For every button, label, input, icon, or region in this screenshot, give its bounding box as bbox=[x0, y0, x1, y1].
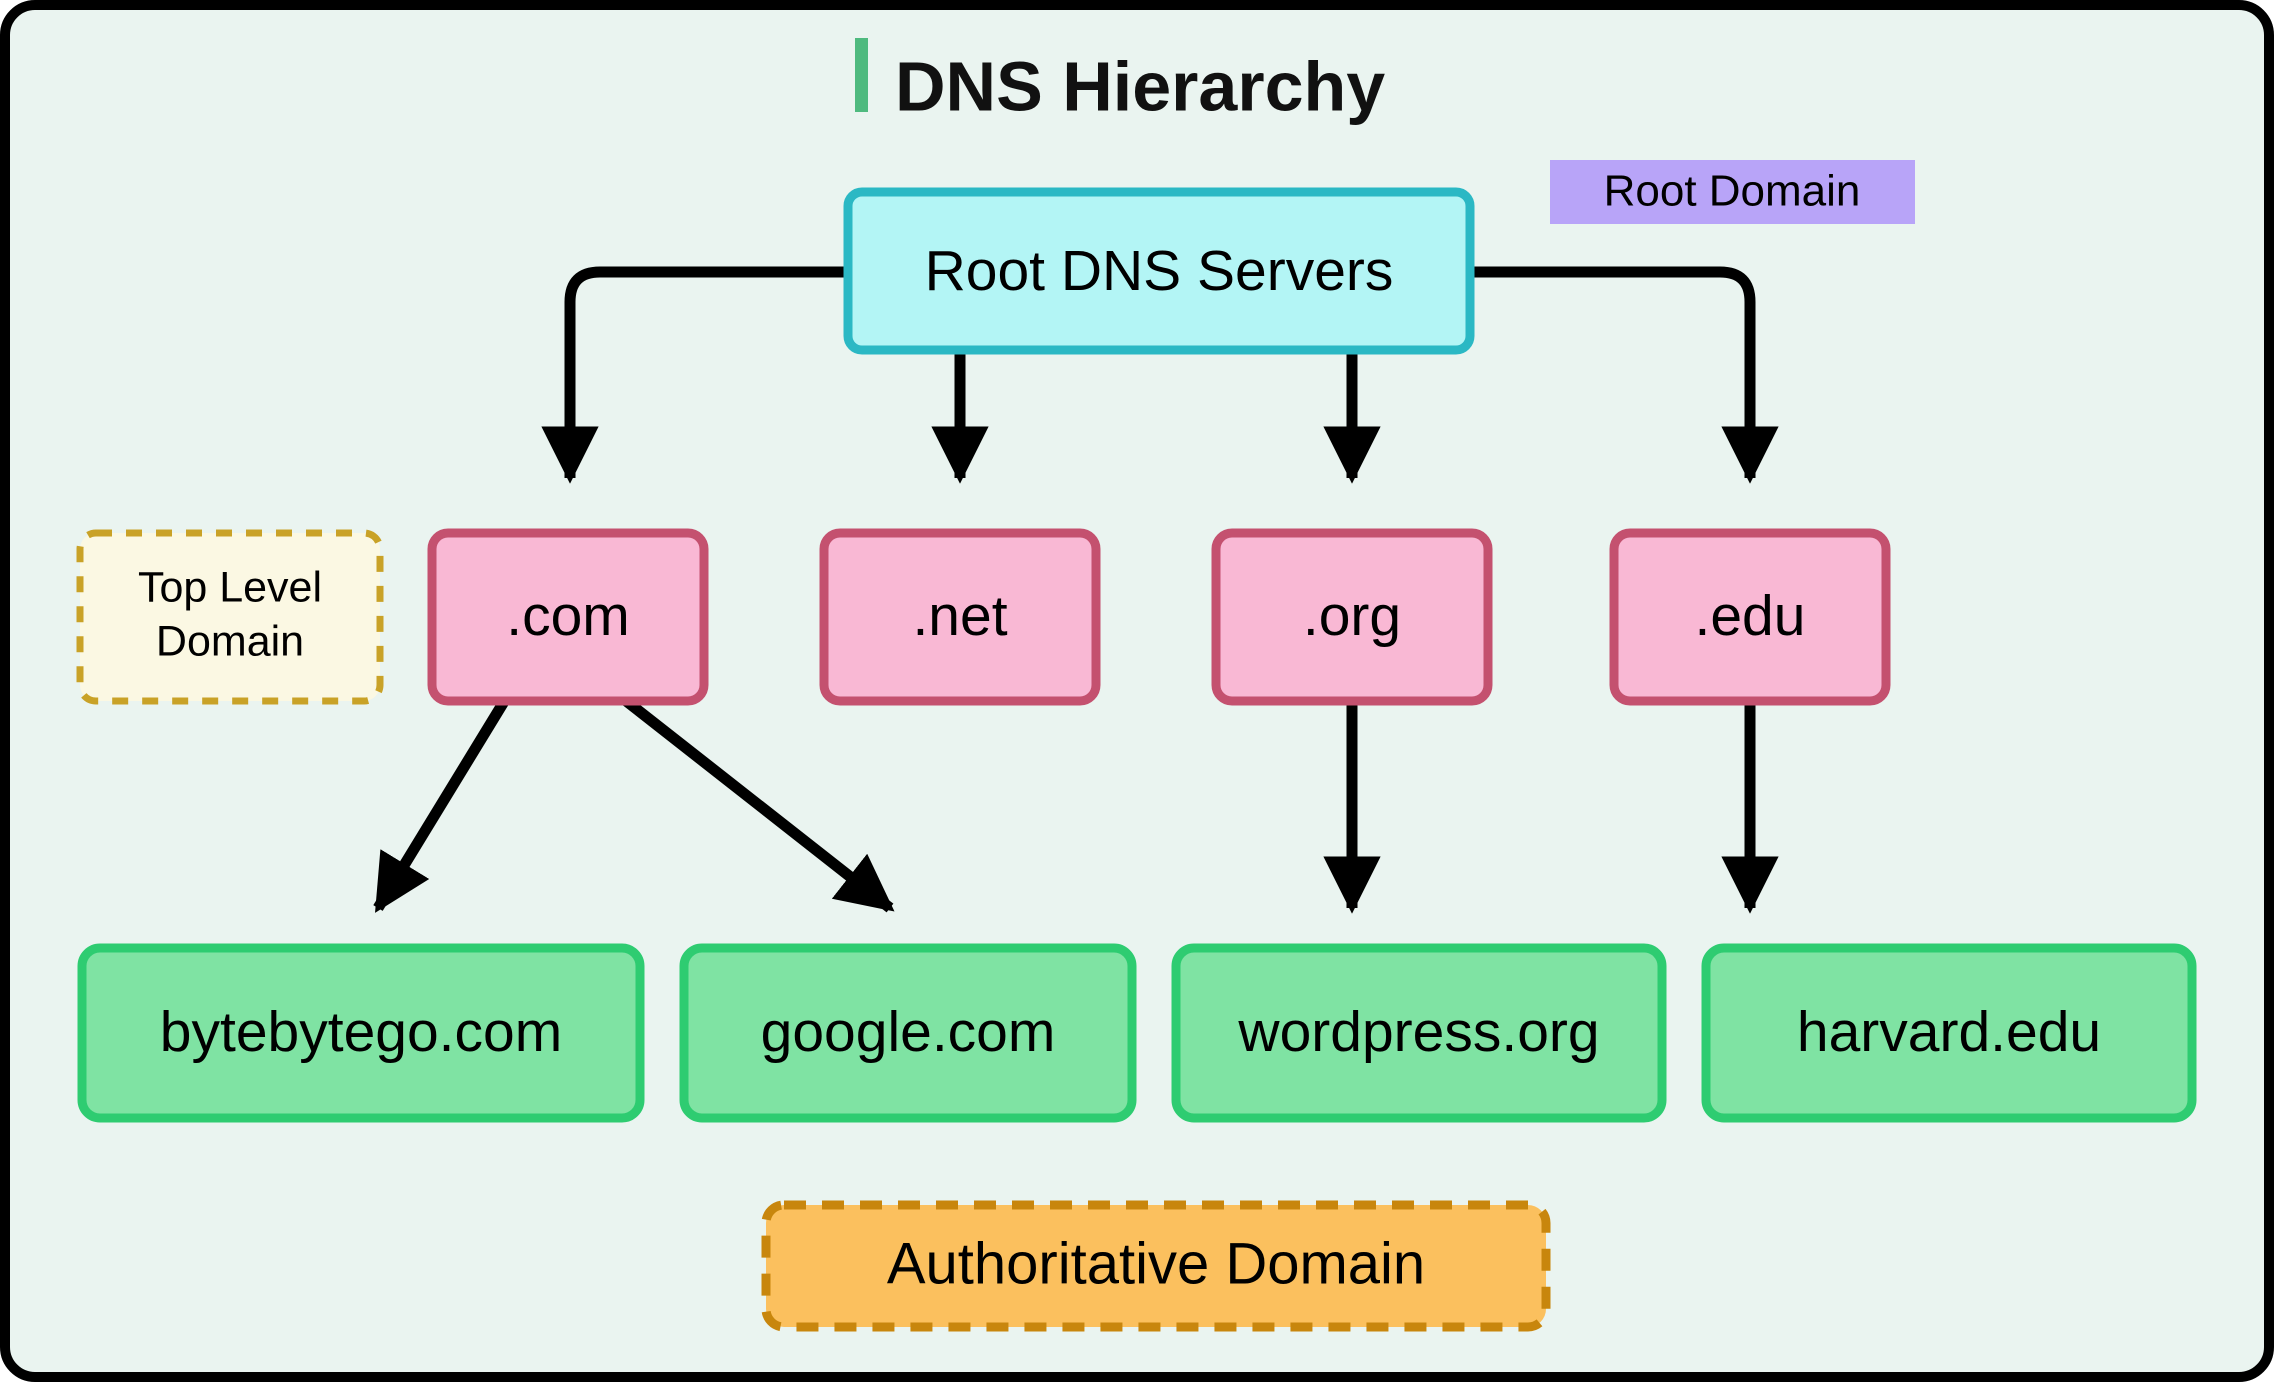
legend-authoritative-domain-chip bbox=[761, 1200, 1551, 1332]
node-authoritative-bytebytego-box[interactable] bbox=[77, 943, 645, 1123]
node-tld-com[interactable]: .com bbox=[427, 528, 709, 706]
legend-top-level-domain-chip bbox=[76, 529, 384, 705]
node-authoritative-harvard[interactable]: harvard.edu bbox=[1701, 943, 2197, 1123]
legend-root-domain-label: Root Domain bbox=[1604, 167, 1861, 216]
node-root-dns-servers[interactable]: Root DNS Servers bbox=[843, 187, 1475, 355]
title-accent-bar bbox=[855, 38, 868, 112]
node-tld-org-label: .org bbox=[1303, 584, 1401, 648]
node-authoritative-google-label: google.com bbox=[761, 1000, 1056, 1064]
node-tld-org-box[interactable] bbox=[1211, 528, 1493, 706]
node-tld-com-box[interactable] bbox=[427, 528, 709, 706]
node-authoritative-bytebytego-label: bytebytego.com bbox=[160, 1000, 562, 1064]
node-tld-edu-label: .edu bbox=[1695, 584, 1806, 648]
page-title: DNS Hierarchy bbox=[895, 47, 1385, 125]
node-authoritative-google-box[interactable] bbox=[679, 943, 1137, 1123]
legend-top-level-domain-line2: Domain bbox=[156, 617, 304, 665]
legend-root-domain: Root Domain bbox=[1550, 160, 1915, 224]
legend-top-level-domain-line1: Top Level bbox=[138, 563, 322, 611]
edge-com-to-google bbox=[621, 695, 895, 913]
node-authoritative-wordpress-box[interactable] bbox=[1171, 943, 1667, 1123]
node-authoritative-google[interactable]: google.com bbox=[679, 943, 1137, 1123]
node-tld-org[interactable]: .org bbox=[1211, 528, 1493, 706]
legend-root-domain-chip bbox=[1550, 160, 1915, 224]
node-tld-com-label: .com bbox=[506, 584, 630, 648]
node-authoritative-harvard-box[interactable] bbox=[1701, 943, 2197, 1123]
node-tld-net-label: .net bbox=[912, 584, 1007, 648]
node-tld-net-box[interactable] bbox=[819, 528, 1101, 706]
node-tld-edu-box[interactable] bbox=[1609, 528, 1891, 706]
node-tld-net[interactable]: .net bbox=[819, 528, 1101, 706]
legend-authoritative-domain: Authoritative Domain bbox=[761, 1200, 1551, 1332]
legend-top-level-domain: Top Level Domain bbox=[76, 529, 384, 705]
node-authoritative-wordpress-label: wordpress.org bbox=[1237, 1000, 1599, 1064]
edge-com-to-bytebytego bbox=[373, 697, 510, 913]
legend-authoritative-domain-label: Authoritative Domain bbox=[887, 1231, 1425, 1296]
node-tld-edu[interactable]: .edu bbox=[1609, 528, 1891, 706]
edge-root-to-com bbox=[541, 266, 845, 484]
node-authoritative-bytebytego[interactable]: bytebytego.com bbox=[77, 943, 645, 1123]
node-root-dns-servers-box[interactable] bbox=[843, 187, 1475, 355]
node-authoritative-harvard-label: harvard.edu bbox=[1797, 1000, 2101, 1064]
edge-root-to-edu bbox=[1472, 266, 1779, 484]
node-authoritative-wordpress[interactable]: wordpress.org bbox=[1171, 943, 1667, 1123]
node-root-dns-servers-label: Root DNS Servers bbox=[925, 239, 1394, 303]
